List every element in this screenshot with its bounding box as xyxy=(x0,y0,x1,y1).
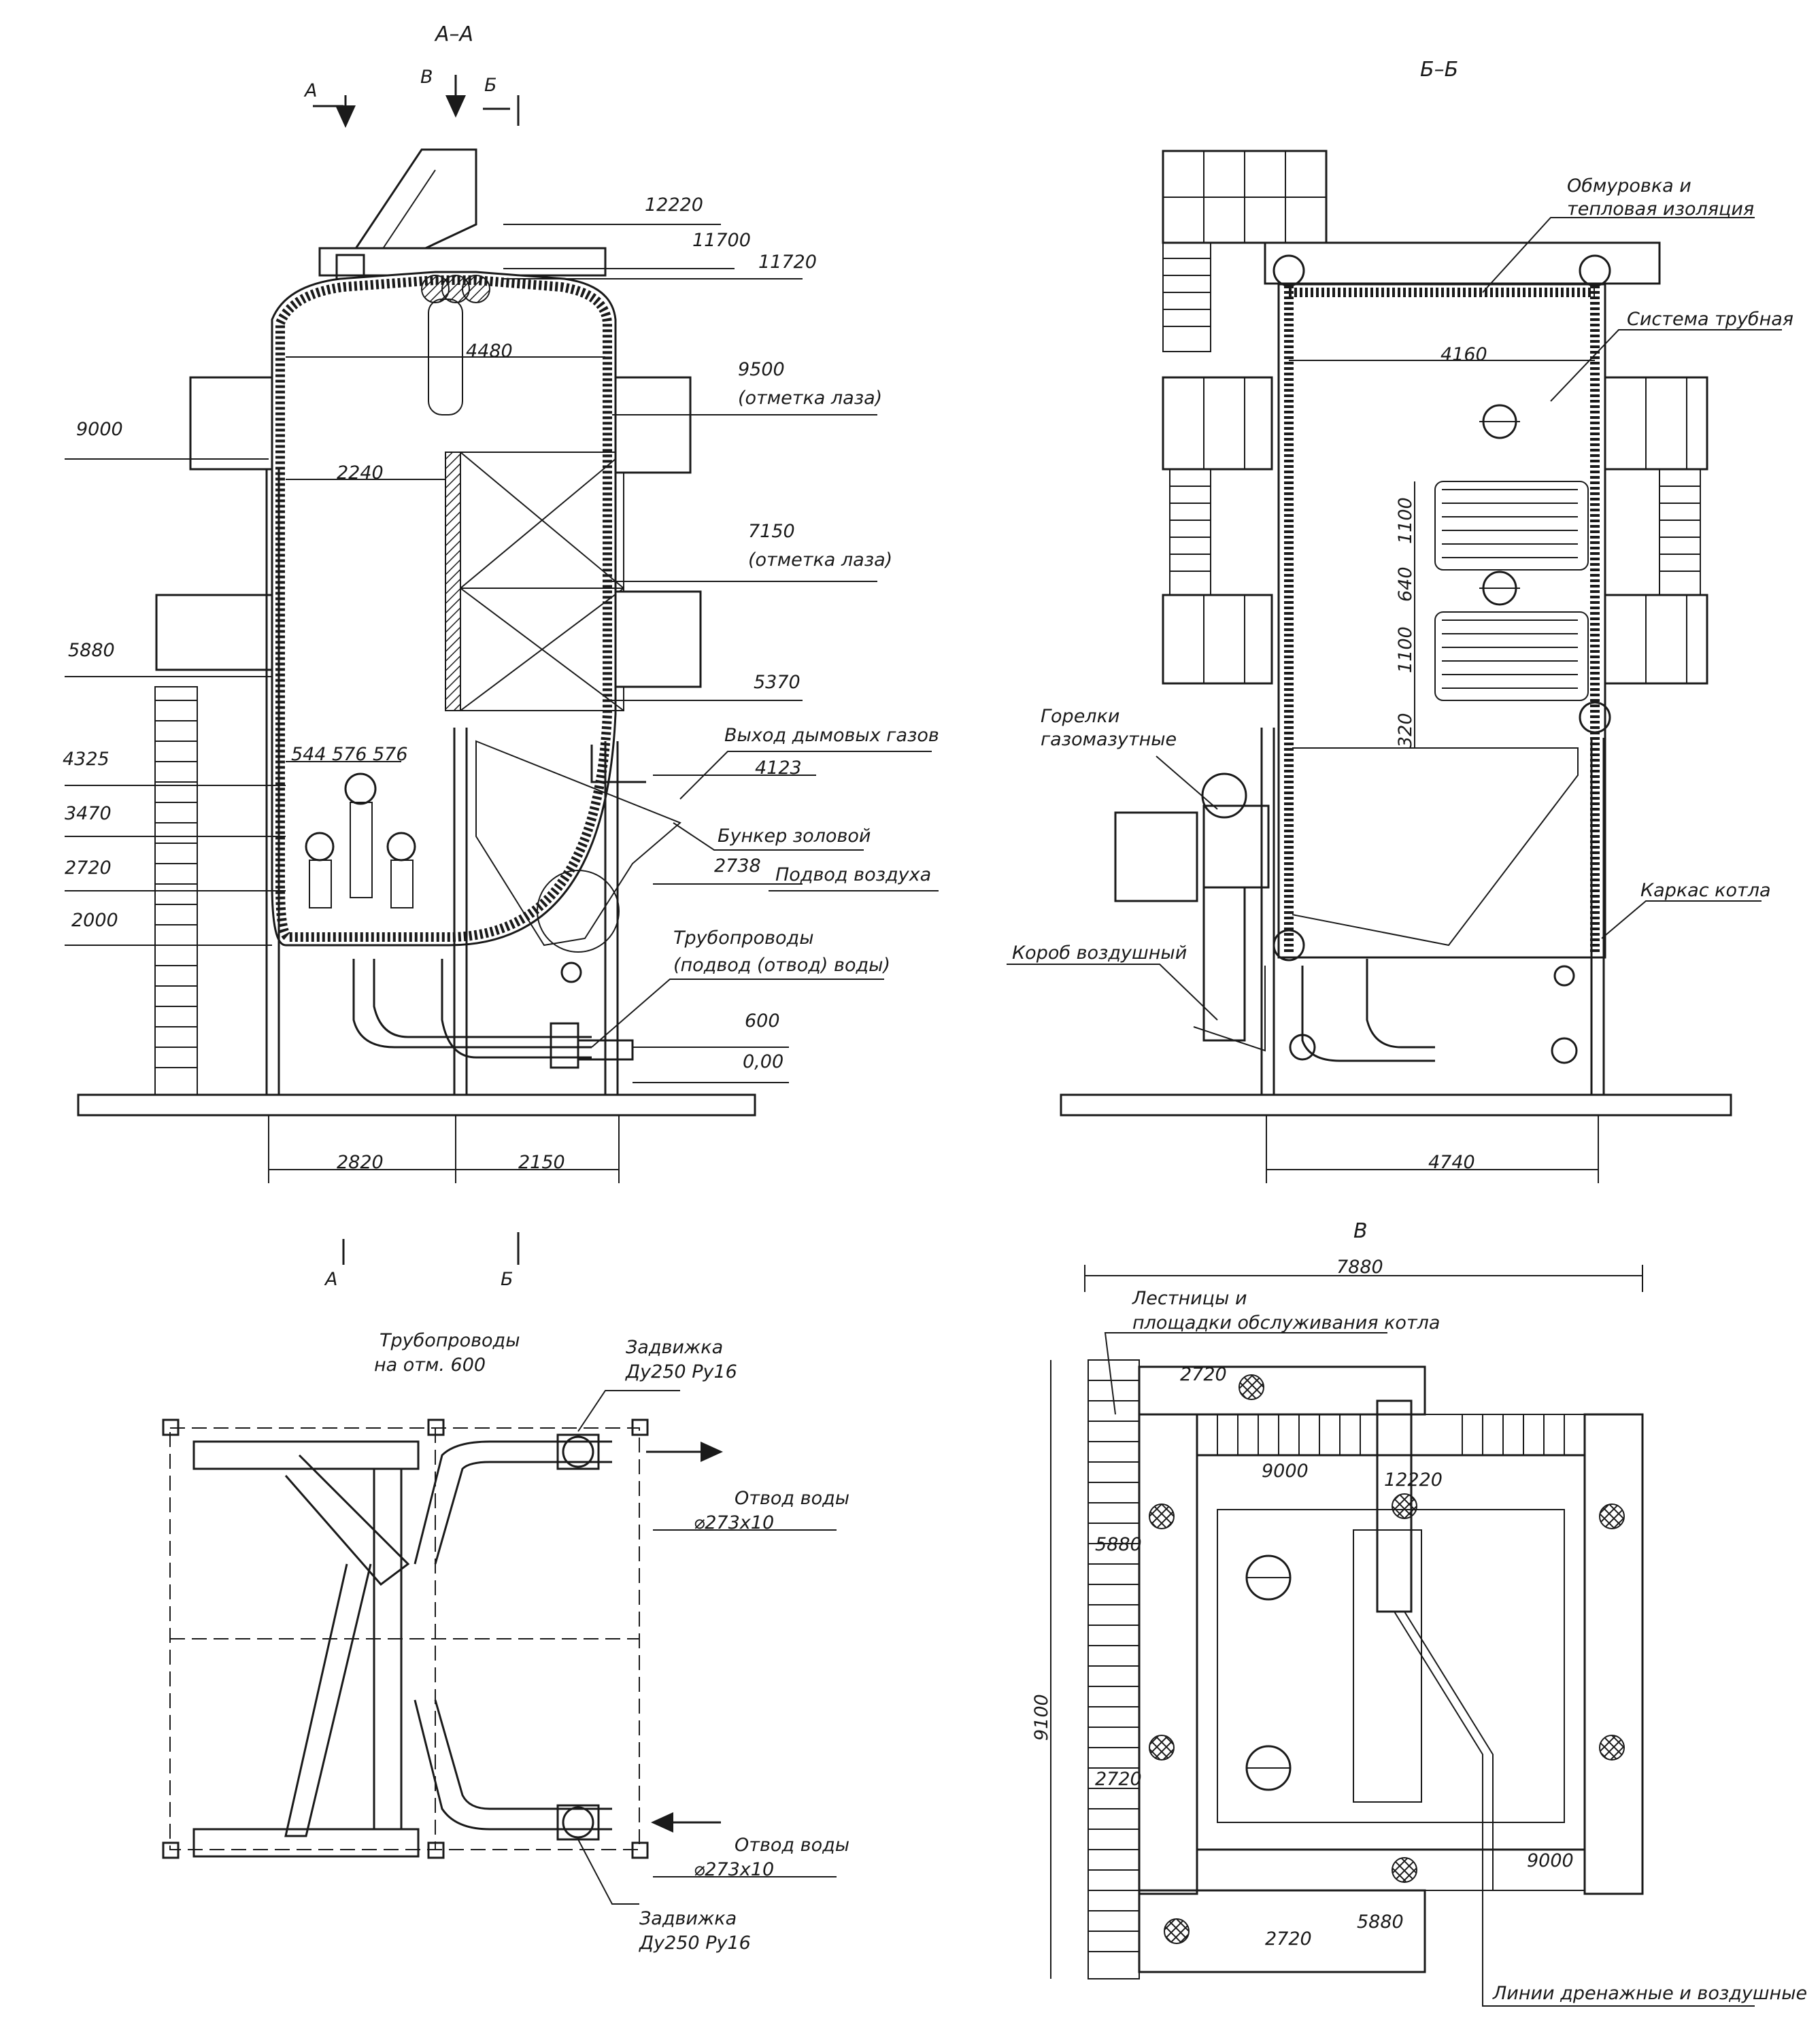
label-ash-bunker: Бункер золовой xyxy=(718,826,871,847)
level-5880-b: 5880 xyxy=(1357,1911,1404,1933)
dim-576-a: 576 xyxy=(332,744,367,765)
dim-1100-b: 1100 xyxy=(1395,626,1416,673)
foundation-bb xyxy=(1060,1093,1732,1117)
label-burners-2: газомазутные xyxy=(1041,729,1177,750)
label-stairs-1: Лестницы и xyxy=(1132,1288,1247,1309)
view-bb-title: Б–Б xyxy=(1420,58,1458,82)
elev-7150-note: (отметка лаза) xyxy=(748,549,892,571)
label-burners-1: Горелки xyxy=(1041,706,1119,727)
section-mark-a-bottom: А xyxy=(324,1269,337,1290)
plan-pipelines: Трубопроводы на отм. 600 Задвижка Ду250 … xyxy=(162,1330,849,1954)
elev-5370: 5370 xyxy=(754,672,801,693)
elev-2720: 2720 xyxy=(65,857,112,879)
dim-2820: 2820 xyxy=(337,1152,384,1173)
plan-drain-bottom-2: ⌀273х10 xyxy=(694,1859,774,1880)
level-12220: 12220 xyxy=(1384,1469,1443,1491)
level-5880-a: 5880 xyxy=(1095,1534,1142,1555)
dim-4480: 4480 xyxy=(466,341,513,362)
elev-12220: 12220 xyxy=(645,194,703,216)
level-9000-b: 9000 xyxy=(1527,1850,1574,1871)
label-air-supply: Подвод воздуха xyxy=(775,864,931,885)
plan-valve-top-2: Ду250 Ру16 xyxy=(625,1361,737,1382)
level-2720-c: 2720 xyxy=(1265,1928,1312,1950)
elev-2000: 2000 xyxy=(71,910,118,931)
label-air-box: Короб воздушный xyxy=(1012,942,1187,964)
label-lining-1: Обмуровка и xyxy=(1567,175,1691,197)
elev-11720: 11720 xyxy=(758,252,817,273)
elev-2738: 2738 xyxy=(714,855,761,877)
view-aa: А–А А В Б xyxy=(63,22,939,1290)
boiler-plan xyxy=(1196,1454,1586,1851)
plan-drain-top-1: Отвод воды xyxy=(735,1488,849,1509)
view-aa-title: А–А xyxy=(434,22,473,46)
plan-drain-bottom-1: Отвод воды xyxy=(735,1835,849,1856)
elev-4123: 4123 xyxy=(755,758,802,779)
label-lining-2: тепловая изоляция xyxy=(1567,199,1754,220)
level-2720-a: 2720 xyxy=(1180,1364,1227,1385)
elev-9000: 9000 xyxy=(76,419,123,440)
section-mark-b-bottom: Б xyxy=(501,1269,513,1290)
dim-2240: 2240 xyxy=(337,462,384,483)
elev-3470: 3470 xyxy=(65,803,112,824)
dim-1100-a: 1100 xyxy=(1395,497,1416,544)
level-9000-a: 9000 xyxy=(1262,1461,1309,1482)
elev-4325: 4325 xyxy=(63,749,109,770)
label-drain-air-lines: Линии дренажные и воздушные xyxy=(1492,1983,1807,2004)
dim-9100: 9100 xyxy=(1031,1694,1052,1741)
plan-pipes-title-1: Трубопроводы xyxy=(380,1330,520,1351)
elev-7150: 7150 xyxy=(748,521,795,542)
section-mark-v-top: В xyxy=(420,67,433,88)
dim-2150: 2150 xyxy=(518,1152,565,1173)
dim-544: 544 xyxy=(291,744,326,765)
dim-640: 640 xyxy=(1395,566,1416,602)
dim-320: 320 xyxy=(1395,713,1416,748)
elev-000: 0,00 xyxy=(743,1051,783,1072)
foundation-aa xyxy=(77,1093,756,1117)
plan-drain-top-2: ⌀273х10 xyxy=(694,1512,774,1533)
top-casing-bb xyxy=(1264,241,1661,285)
section-mark-b-top: Б xyxy=(484,75,497,96)
section-mark-a-top: А xyxy=(303,80,317,101)
level-2720-b: 2720 xyxy=(1095,1769,1142,1790)
plan-valve-bottom-1: Задвижка xyxy=(639,1908,737,1929)
view-bb: Б–Б xyxy=(1007,58,1793,1183)
label-pipelines-1: Трубопроводы xyxy=(673,928,814,949)
dim-4740: 4740 xyxy=(1428,1152,1475,1173)
elev-600: 600 xyxy=(745,1010,780,1032)
label-frame: Каркас котла xyxy=(1640,880,1771,901)
dim-4160: 4160 xyxy=(1440,344,1487,365)
view-v-title: В xyxy=(1353,1219,1368,1243)
label-pipelines-2: (подвод (отвод) воды) xyxy=(673,955,890,976)
plan-valve-top-1: Задвижка xyxy=(626,1337,723,1358)
elev-11700: 11700 xyxy=(692,230,751,251)
label-stairs-2: площадки обслуживания котла xyxy=(1132,1312,1440,1333)
elev-9500: 9500 xyxy=(738,359,785,380)
furnace-aa xyxy=(271,271,617,947)
plan-valve-bottom-2: Ду250 Ру16 xyxy=(639,1933,751,1954)
dim-576-b: 576 xyxy=(373,744,408,765)
label-tube-system: Система трубная xyxy=(1627,309,1793,330)
elev-9500-note: (отметка лаза) xyxy=(738,388,882,409)
dim-7880: 7880 xyxy=(1336,1257,1383,1278)
view-v-plan: В 7880 9100 2720 9000 12220 xyxy=(1031,1219,1807,2007)
label-flue-gas-exit: Выход дымовых газов xyxy=(724,725,939,746)
elev-5880: 5880 xyxy=(68,640,115,661)
plan-pipes-title-2: на отм. 600 xyxy=(374,1355,486,1376)
